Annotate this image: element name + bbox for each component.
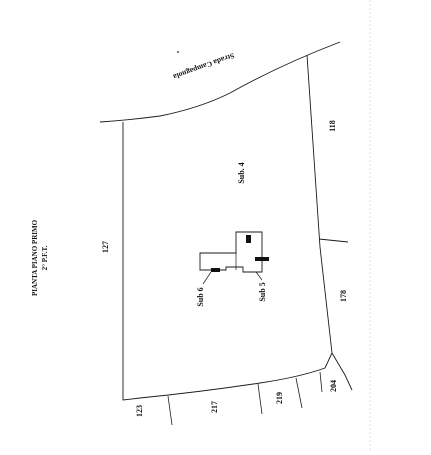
sub6-leader-line [202,271,212,285]
survey-point-dot [177,51,179,53]
divider-123-217 [167,395,173,426]
building-footprint [199,231,269,273]
sub5-marker [255,257,269,261]
road-edge-line [99,41,341,123]
road-label: Strada Campagnola [172,51,236,82]
boundary-178-118 [318,238,349,243]
divider-217-219 [257,383,263,415]
parcel-label-118: 118 [328,120,337,132]
plan-title-line2: 2° P.F.T. [41,245,49,270]
unit-label-sub6: Sub 6 [196,287,205,306]
plan-title-line1: PIANTA PIANO PRIMO [31,219,39,296]
sub4-stair-marker [246,235,251,243]
parcel-label-217: 217 [210,401,219,413]
parcel-label-178: 178 [339,290,348,302]
divider-204-edge [319,371,323,393]
parcel-label-123: 123 [135,405,144,417]
building-outline [199,231,263,273]
sub6-marker [211,268,220,272]
sub5-leader-line [255,271,263,281]
divider-219-204 [295,377,303,409]
unit-label-sub5: Sub 5 [258,282,267,301]
parcel-label-204: 204 [329,380,338,392]
parcel-label-219: 219 [275,392,284,404]
parcel-label-127: 127 [101,241,110,253]
unit-label-sub4: Sub. 4 [237,162,246,183]
lot-boundary [122,54,333,401]
lower-boundary-extension [331,352,353,391]
